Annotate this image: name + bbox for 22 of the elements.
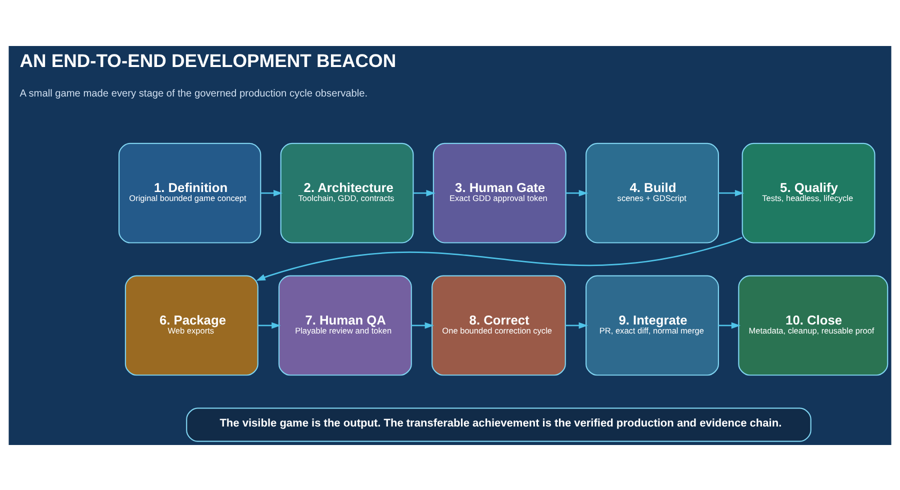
arrow: [260, 189, 283, 196]
node-box: 1. Definition Original bounded game concept: [118, 142, 262, 243]
node-box: 6. Package Web exports: [124, 274, 258, 376]
arrow: [414, 189, 436, 196]
node-box: 5. Qualify Tests, headless, lifecycle: [742, 142, 876, 243]
node-box: 3. Human Gate Exact GDD approval token: [432, 142, 566, 243]
node-box: 9. Integrate PR, exact diff, normal merge: [586, 274, 719, 376]
arrow: [411, 322, 434, 328]
node-box: The visible game is the output. The transferable achievement is the verified production and evidence chain.: [186, 407, 812, 442]
node-box: 10. Close Metadata, cleanup, reusable proof: [738, 274, 888, 376]
arrow: [718, 189, 744, 196]
arrow: [258, 322, 281, 328]
diagram-title: AN END-TO-END DEVELOPMENT BEACON: [20, 50, 396, 71]
arrow: [566, 322, 588, 328]
node-box: 4. Build scenes + GDScript: [586, 142, 719, 243]
arrow: [718, 322, 741, 328]
arrow: [256, 236, 742, 280]
node-box: 8. Correct One bounded correction cycle: [432, 274, 566, 376]
label: A small game made every stage of the governed production cycle observable.: [20, 88, 368, 99]
node-box: 2. Architecture Toolchain, GDD, contracts: [280, 142, 414, 243]
arrow: [566, 189, 588, 196]
node-box: 7. Human QA Playable review and token: [278, 274, 412, 376]
